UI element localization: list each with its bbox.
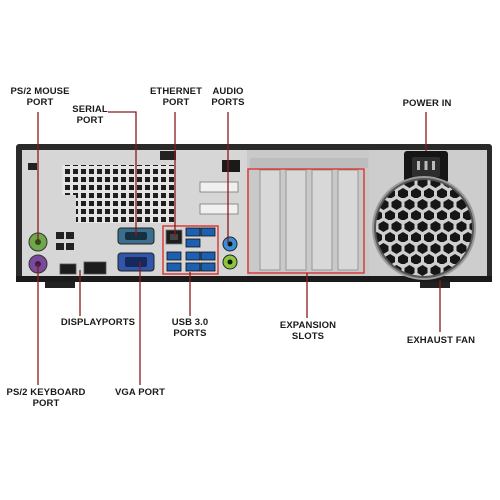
leader-lines: [37, 111, 441, 385]
label-line: PORTS: [211, 97, 245, 108]
label-line: ETHERNET: [150, 86, 202, 97]
exhaust-fan: [372, 176, 476, 280]
label-ps2-keyboard-port: PS/2 KEYBOARD PORT: [0, 387, 92, 409]
label-power-in: POWER IN: [392, 98, 462, 109]
displayport-2[interactable]: [83, 261, 107, 275]
label-line: AUDIO: [212, 86, 244, 97]
usb3-ports[interactable]: [166, 227, 216, 272]
label-line: PS/2 KEYBOARD: [6, 387, 86, 398]
label-line: EXPANSION: [279, 320, 337, 331]
label-line: PORT: [26, 97, 54, 108]
label-line: SERIAL: [72, 104, 108, 115]
leader-serial: [108, 111, 137, 236]
label-line: PORTS: [173, 328, 207, 339]
expansion-slots: [250, 158, 368, 271]
label-usb3-ports: USB 3.0 PORTS: [162, 317, 218, 339]
displayport-1[interactable]: [59, 263, 77, 275]
label-displayports: DISPLAYPORTS: [50, 317, 146, 328]
power-inlet[interactable]: [404, 151, 448, 183]
label-ps2-mouse-port: PS/2 MOUSE PORT: [0, 86, 80, 108]
label-line: POWER IN: [402, 98, 452, 109]
label-serial-port: SERIAL PORT: [66, 104, 114, 126]
label-line: PORT: [76, 115, 104, 126]
label-line: EXHAUST FAN: [406, 335, 476, 346]
label-exhaust-fan: EXHAUST FAN: [396, 335, 486, 346]
label-ethernet-port: ETHERNET PORT: [144, 86, 208, 108]
label-line: PORT: [32, 398, 60, 409]
label-vga-port: VGA PORT: [104, 387, 176, 398]
label-audio-ports: AUDIO PORTS: [206, 86, 250, 108]
label-line: USB 3.0: [171, 317, 209, 328]
label-line: PORT: [162, 97, 190, 108]
label-line: SLOTS: [291, 331, 325, 342]
expansion-highlight: [247, 168, 365, 274]
label-expansion-slots: EXPANSION SLOTS: [270, 320, 346, 342]
label-line: PS/2 MOUSE: [10, 86, 70, 97]
label-line: DISPLAYPORTS: [60, 317, 136, 328]
label-line: VGA PORT: [114, 387, 166, 398]
ventilation-grid: [28, 151, 176, 223]
